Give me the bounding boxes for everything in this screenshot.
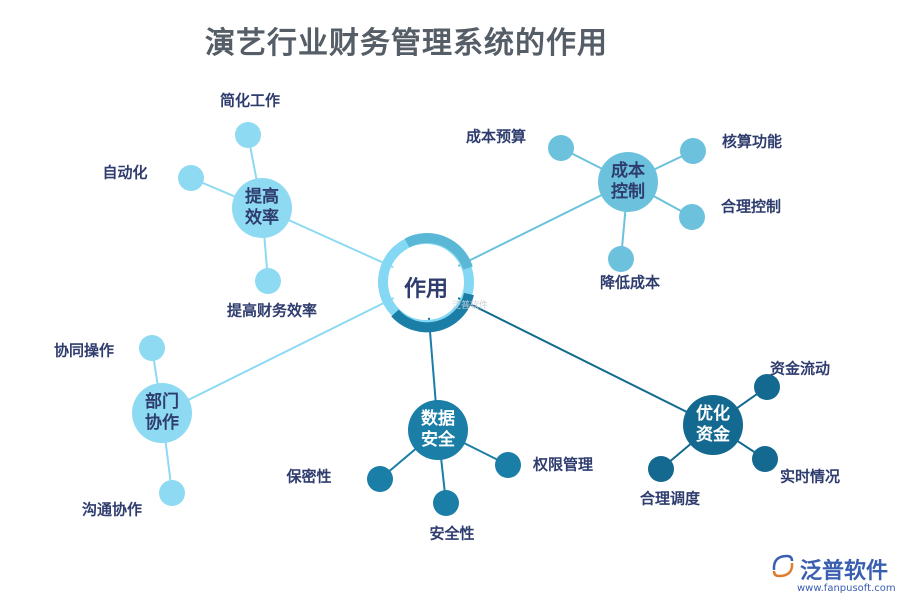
leaf-diaodu [648, 456, 674, 482]
hub-efficiency [232, 178, 292, 238]
leaf-jiangdi [608, 246, 634, 272]
leaf-label: 保密性 [286, 467, 332, 486]
leaf-label: 降低成本 [599, 273, 661, 292]
brand-url: www.fanpusoft.com [797, 583, 896, 594]
connector-cost [425, 181, 629, 283]
leaf-liudong [754, 374, 780, 400]
leaf-baomi [367, 466, 393, 492]
hub-collab [132, 383, 192, 443]
leaf-yusuan [548, 135, 574, 161]
brand: 泛普软件 [796, 553, 888, 585]
brand-name: 泛普软件 [800, 559, 889, 584]
center-label: 作用 [403, 277, 449, 302]
leaf-xietong [139, 335, 165, 361]
leaf-label: 简化工作 [219, 91, 281, 110]
leaf-label: 成本预算 [465, 127, 527, 146]
leaf-label: 提高财务效率 [226, 301, 318, 320]
leaf-hesuan [680, 138, 706, 164]
leaf-label: 资金流动 [769, 359, 831, 378]
leaf-label: 核算功能 [721, 132, 783, 151]
leaf-quanxian [495, 452, 521, 478]
leaf-zidonghua [178, 165, 204, 191]
leaf-jianhua [235, 122, 261, 148]
diagram-title: 演艺行业财务管理系统的作用 [205, 26, 608, 61]
leaf-label: 实时情况 [779, 467, 841, 486]
hub-security-label: 数据安全 [421, 408, 455, 450]
connector-collab [161, 281, 427, 414]
leaf-label: 安全性 [429, 524, 475, 543]
leaf-label: 自动化 [102, 163, 148, 182]
leaf-shishi [752, 446, 778, 472]
hub-cost-label: 成本控制 [611, 160, 645, 202]
leaf-label: 协同操作 [53, 341, 115, 360]
watermark-text: 泛普软件 [452, 301, 489, 311]
leaf-goutong [159, 480, 185, 506]
hub-security [408, 400, 468, 460]
leaf-heli-kongzhi [679, 204, 705, 230]
leaf-label: 合理调度 [639, 489, 701, 508]
leaf-tigao [255, 268, 281, 294]
connector-funds [425, 281, 714, 426]
leaf-label: 权限管理 [532, 455, 594, 474]
hub-funds [683, 395, 743, 455]
leaf-label: 合理控制 [720, 197, 782, 216]
hub-cost [598, 152, 658, 212]
hub-collab-label: 部门协作 [145, 391, 179, 433]
center-node [378, 233, 474, 333]
hub-efficiency-label: 提高效率 [245, 186, 279, 228]
brand-logo-icon [772, 554, 794, 578]
leaf-label: 沟通协作 [81, 500, 143, 519]
hub-funds-label: 优化资金 [696, 403, 730, 445]
leaf-nodes [139, 122, 780, 516]
leaf-anquan [433, 490, 459, 516]
